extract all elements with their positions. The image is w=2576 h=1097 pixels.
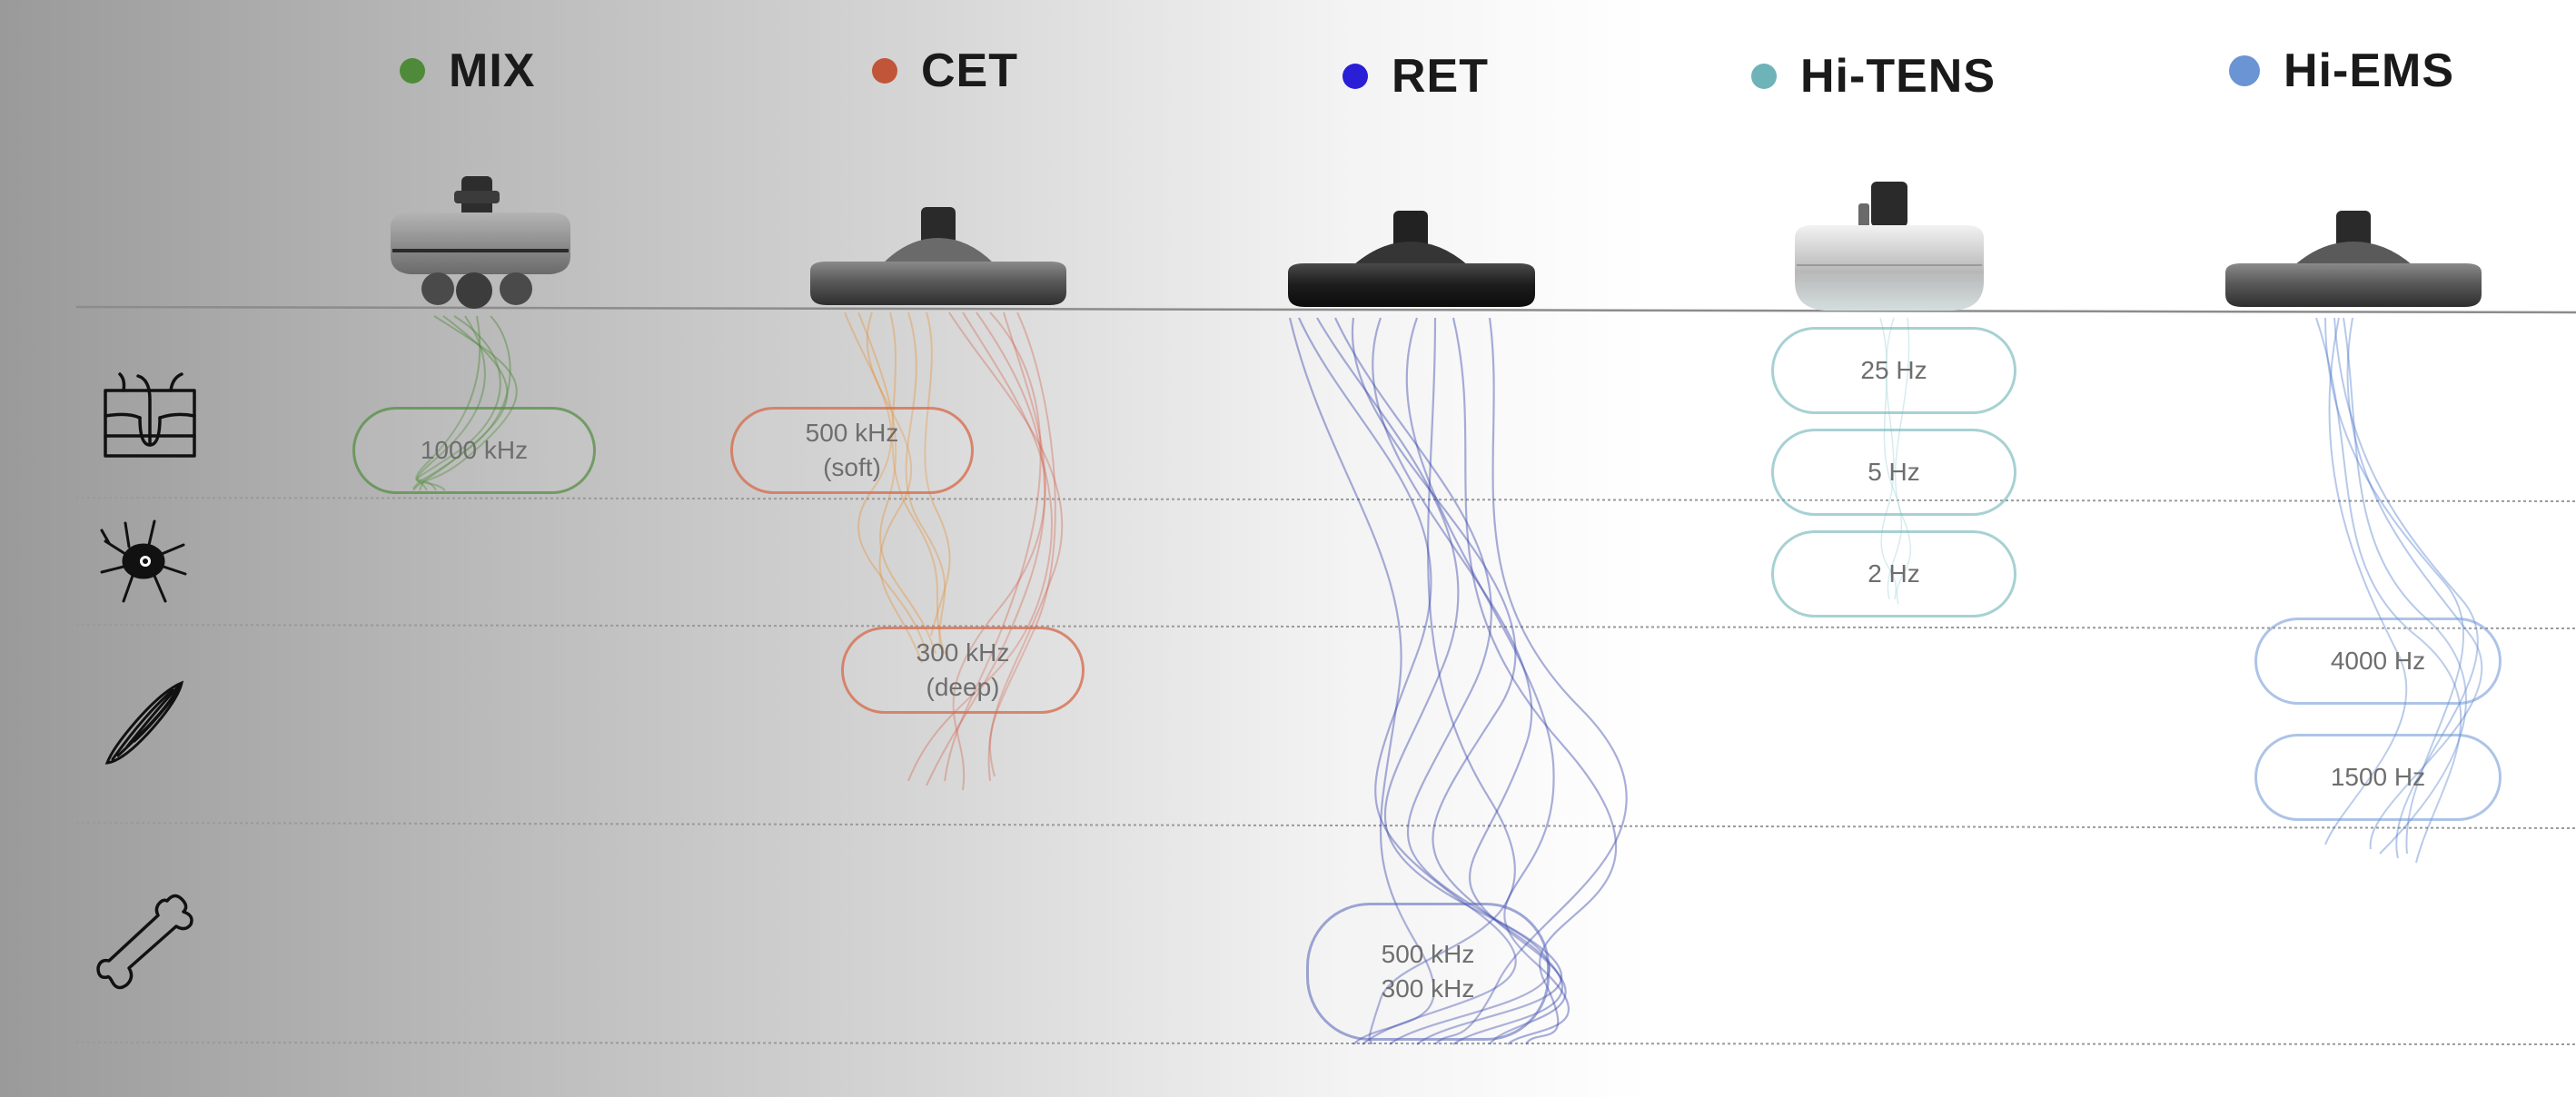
divider-muscle-bone	[75, 822, 2576, 829]
bone-icon	[96, 894, 193, 990]
freq-label-hi-tens-2hz: 2 Hz	[1771, 530, 2016, 618]
mode-dot	[1751, 64, 1777, 89]
freq-label-hi-tens-5hz: 5 Hz	[1771, 429, 2016, 516]
skin-layers-icon	[104, 372, 196, 458]
mode-header-hi-tens: Hi-TENS	[1751, 49, 1996, 104]
hi-tens-wave	[1879, 317, 1912, 605]
mode-header-cet: CET	[872, 44, 1018, 98]
ret-electrode	[1288, 211, 1535, 307]
freq-label-mix-1000khz: 1000 kHz	[352, 407, 596, 494]
mode-name: CET	[921, 44, 1018, 97]
mix-wave	[412, 315, 518, 491]
cet-deep-wave	[907, 311, 1064, 791]
freq-label-hi-ems-4000hz: 4000 Hz	[2254, 618, 2502, 705]
hi-tens-electrode	[1795, 182, 1984, 311]
mode-dot	[872, 58, 897, 84]
freq-line: 2 Hz	[1868, 559, 1920, 588]
neuron-icon	[100, 519, 187, 603]
bottom-baseline	[75, 1042, 2576, 1045]
cet-soft-wave	[844, 311, 951, 664]
top-baseline	[75, 305, 2576, 314]
freq-line: (soft)	[823, 453, 881, 481]
divider-skin-nerve	[75, 497, 2576, 502]
freq-line: 1500 Hz	[2330, 763, 2426, 792]
freq-line: (deep)	[926, 673, 1000, 701]
freq-label-ret: 500 kHz 300 kHz	[1306, 903, 1550, 1041]
mode-name: Hi-EMS	[2284, 44, 2454, 97]
hi-ems-wave	[2315, 317, 2483, 864]
divider-nerve-muscle	[75, 624, 2576, 629]
ret-wave	[1288, 317, 1628, 1045]
freq-line: 300 kHz	[916, 638, 1010, 667]
freq-label-cet-500khz: 500 kHz (soft)	[730, 407, 974, 494]
mode-name: Hi-TENS	[1800, 50, 1996, 103]
freq-line: 300 kHz	[1381, 974, 1475, 1003]
hi-ems-electrode	[2225, 211, 2482, 307]
freq-label-cet-300khz: 300 kHz (deep)	[841, 627, 1085, 714]
muscle-icon	[104, 680, 184, 765]
cet-electrode	[810, 207, 1066, 305]
mode-header-mix: MIX	[400, 44, 535, 98]
mix-electrode	[391, 176, 570, 309]
mode-header-ret: RET	[1342, 49, 1489, 104]
freq-line: 1000 kHz	[420, 436, 529, 465]
mode-dot	[2229, 55, 2260, 86]
mode-name: RET	[1392, 50, 1489, 103]
freq-label-hi-tens-25hz: 25 Hz	[1771, 327, 2016, 414]
mode-header-hi-ems: Hi-EMS	[2229, 44, 2454, 98]
freq-line: 5 Hz	[1868, 458, 1920, 487]
freq-line: 500 kHz	[805, 419, 899, 448]
mode-name: MIX	[449, 44, 536, 97]
freq-label-hi-ems-1500hz: 1500 Hz	[2254, 734, 2502, 821]
mode-dot	[1342, 64, 1368, 89]
freq-line: 4000 Hz	[2330, 647, 2426, 676]
mode-dot	[400, 58, 425, 84]
freq-line: 25 Hz	[1860, 356, 1927, 385]
freq-line: 500 kHz	[1381, 940, 1475, 969]
